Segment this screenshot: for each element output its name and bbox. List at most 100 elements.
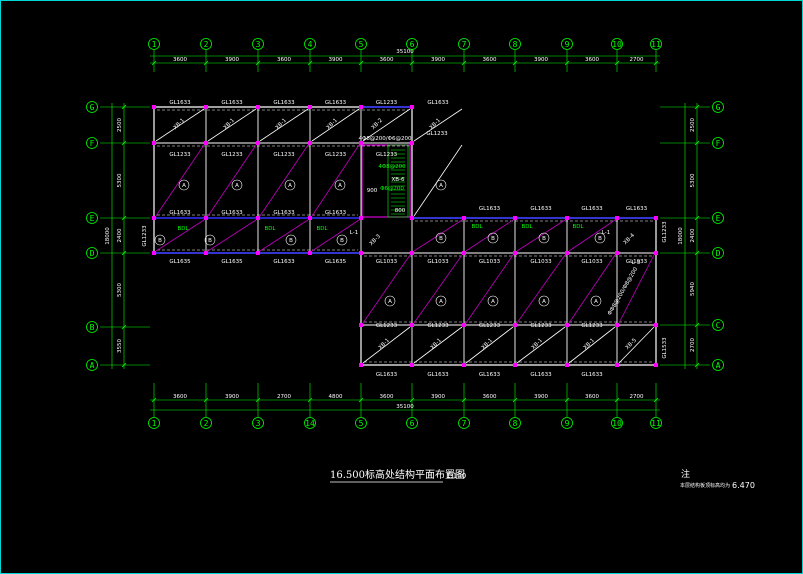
- axis-bubble-right-circle: [712, 137, 724, 149]
- slab-diagonal: [465, 254, 514, 324]
- slab-mark-a-circle: [590, 295, 602, 307]
- axis-bubble-top-circle: [561, 38, 573, 50]
- column: [565, 216, 569, 220]
- column: [204, 105, 208, 109]
- slab-mark-b: B: [439, 236, 443, 242]
- column: [565, 251, 569, 255]
- slab-label-xb1: XB-1: [275, 118, 288, 131]
- slab-mark-a: A: [594, 299, 598, 305]
- axis-bubble-top-circle: [148, 38, 160, 50]
- stair-label-2: 4Φ8@200: [378, 164, 406, 170]
- dim-left-tick: [121, 215, 127, 221]
- beam-label-c: GL1233: [376, 323, 398, 329]
- dim-bottom-tick: [614, 397, 620, 403]
- slab-diagonal: [207, 219, 257, 252]
- dim-top-tick: [203, 60, 209, 66]
- slab-diagonal: [465, 219, 514, 252]
- axis-bubble-bottom-circle: [458, 417, 470, 429]
- beam-label-f: GL1233: [376, 152, 398, 158]
- column: [513, 216, 517, 220]
- column: [308, 141, 312, 145]
- slab-label-xb1: XB-1: [173, 118, 186, 131]
- slab-label-xb1: XB-1: [429, 118, 442, 131]
- axis-bubble-bottom-circle: [200, 417, 212, 429]
- slab-diagonal: [362, 254, 411, 324]
- slab-label-xb1: XB-1: [583, 338, 596, 351]
- dim-top-span: 3600: [380, 57, 394, 63]
- slab-label-xb1: XB-1: [378, 338, 391, 351]
- slab-diagonal: [516, 254, 566, 324]
- drawing-scale: 1:100: [446, 472, 466, 480]
- dim-left-tick: [121, 140, 127, 146]
- axis-bubble-right: F: [716, 139, 721, 148]
- beam-label-top: GL1633: [325, 100, 347, 106]
- beam-label-right-upper: GL1233: [662, 221, 668, 243]
- bdl-label-right: BDL: [572, 224, 584, 230]
- beam-label-d-right: GL1033: [427, 259, 449, 265]
- axis-bubble-left: D: [90, 249, 95, 258]
- dim-bottom-tick: [203, 397, 209, 403]
- column: [615, 251, 619, 255]
- slab-mark-b-circle: [594, 232, 606, 244]
- column: [410, 141, 414, 145]
- slab-mark-b-circle: [285, 234, 297, 246]
- column: [152, 251, 156, 255]
- slab-label-xb1: XB-1: [481, 338, 494, 351]
- column: [256, 251, 260, 255]
- slab-mark-b: B: [542, 236, 546, 242]
- beam-label-bottom: GL1633: [376, 372, 398, 378]
- dim-bottom-span: 2700: [630, 394, 644, 400]
- axis-bubble-left: A: [90, 361, 95, 370]
- beam-label-f: GL1233: [169, 152, 191, 158]
- slab-mark-b-circle: [336, 234, 348, 246]
- dim-bottom-span: 3900: [431, 394, 445, 400]
- slab-diagonal: [568, 254, 616, 324]
- dim-bottom-tick: [255, 397, 261, 403]
- bdl-label: BDL: [177, 226, 189, 232]
- column: [410, 363, 414, 367]
- beam-label-bottom: GL1633: [427, 372, 449, 378]
- axis-bubble-bottom: 11: [651, 419, 661, 428]
- bdl-label: BDL: [316, 226, 328, 232]
- dim-left-tick: [121, 250, 127, 256]
- axis-bubble-bottom-circle: [252, 417, 264, 429]
- slab-diagonal: [311, 144, 360, 217]
- axis-bubble-bottom-circle: [304, 417, 316, 429]
- slab-mark-b-circle: [538, 232, 550, 244]
- slab-label-l1: L-1: [350, 230, 358, 236]
- columns: [152, 105, 658, 367]
- dim-bottom-tick: [358, 397, 364, 403]
- slab-mark-a-circle: [435, 295, 447, 307]
- slab-mark-a: A: [439, 299, 443, 305]
- dim-top-tick: [653, 60, 659, 66]
- slab-diagonal: [311, 219, 360, 252]
- column: [513, 363, 517, 367]
- axis-bubble-right-circle: [712, 319, 724, 331]
- axis-bubble-top-circle: [611, 38, 623, 50]
- stair-label-1: 4Φ8@200/Φ6@200: [358, 136, 412, 142]
- beam-label-e-right: GL1633: [479, 206, 501, 212]
- axis-bubble-top: 4: [308, 40, 313, 49]
- beam-label-top: GL1633: [169, 100, 191, 106]
- column: [204, 251, 208, 255]
- beam-label-d-right: GL1033: [479, 259, 501, 265]
- dim-right-span: 5940: [690, 282, 696, 296]
- beam-label-top: GL1233: [376, 100, 398, 106]
- axis-bubble-right-circle: [712, 359, 724, 371]
- axis-bubble-left: E: [90, 214, 95, 223]
- beam-label-e-right: GL1633: [626, 206, 648, 212]
- axis-bubble-right: E: [716, 214, 721, 223]
- slab-mark-b-circle: [204, 234, 216, 246]
- axis-bubble-left-circle: [86, 137, 98, 149]
- dim-top-span: 3600: [585, 57, 599, 63]
- column: [152, 216, 156, 220]
- axis-bubble-top: 6: [410, 40, 415, 49]
- column: [359, 323, 363, 327]
- slab-mark-b: B: [208, 238, 212, 244]
- beam-label-f: GL1233: [273, 152, 295, 158]
- slab-diagonal: [413, 326, 463, 364]
- column: [654, 363, 658, 367]
- beam-label-c: GL1233: [427, 323, 449, 329]
- slab-diagonals: [155, 108, 655, 364]
